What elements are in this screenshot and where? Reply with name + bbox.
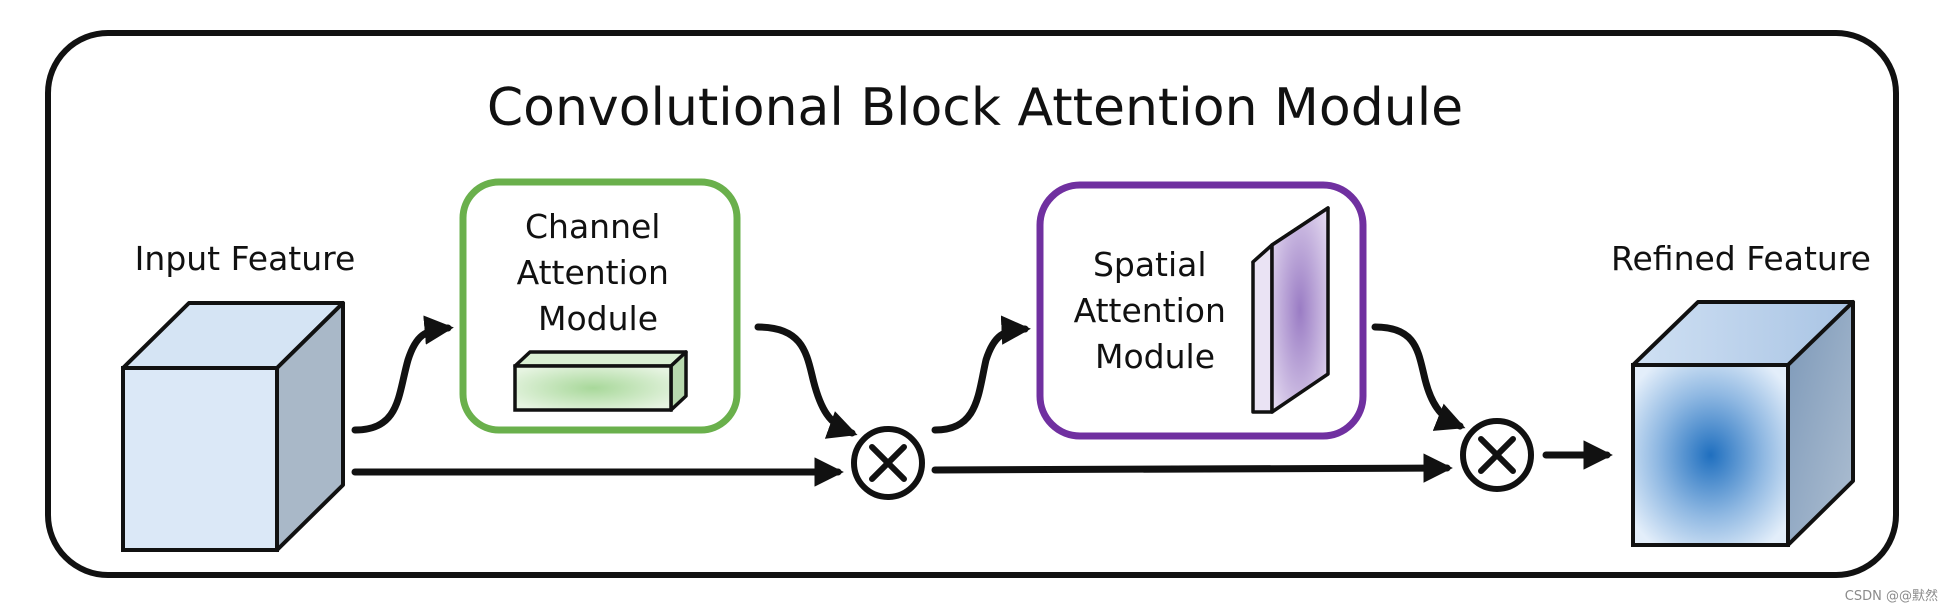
- spatial-attention-label: Spatial Attention Module: [1074, 245, 1237, 376]
- arrow-spatial-to-multiply-2: [1371, 323, 1466, 431]
- arrow-multiply-1-to-spatial: [931, 315, 1031, 434]
- spatial-label-line-2: Attention: [1074, 291, 1226, 330]
- refined-feature-cube: [1631, 300, 1855, 547]
- arrow-channel-to-multiply-1: [754, 323, 858, 439]
- multiply-circle-2: [1460, 418, 1534, 492]
- input-feature-label: Input Feature: [135, 239, 356, 278]
- multiply-circle-1: [851, 426, 925, 500]
- channel-attention-map: [513, 350, 688, 412]
- spatial-label-line-3: Module: [1095, 337, 1215, 376]
- spatial-label-line-1: Spatial: [1093, 245, 1207, 284]
- refined-feature-label: Refined Feature: [1611, 239, 1871, 278]
- spatial-attention-map: [1251, 206, 1330, 414]
- outer-frame: [45, 30, 1899, 578]
- arrow-input-to-channel: [351, 315, 454, 434]
- input-feature-cube: [121, 301, 345, 552]
- watermark-text: CSDN @@默然: [1845, 588, 1938, 604]
- channel-label-line-2: Attention: [517, 253, 669, 292]
- arrow-multiply-1-to-multiply-2: [931, 453, 1453, 483]
- diagram-title: Convolutional Block Attention Module: [487, 78, 1463, 138]
- channel-label-line-1: Channel: [525, 207, 660, 246]
- channel-label-line-3: Module: [538, 299, 658, 338]
- channel-attention-label: Channel Attention Module: [517, 207, 680, 338]
